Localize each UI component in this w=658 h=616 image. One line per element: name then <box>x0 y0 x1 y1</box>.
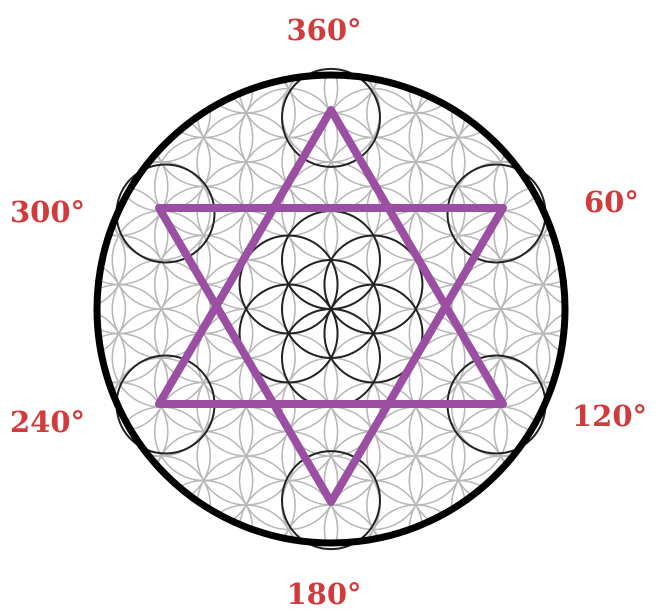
grid-circle <box>367 15 465 113</box>
label-60: 60° <box>584 185 639 219</box>
label-360: 360° <box>286 13 361 47</box>
grid-circle <box>409 481 507 579</box>
grid-circle <box>27 260 125 358</box>
label-300: 300° <box>10 195 85 229</box>
label-120: 120° <box>572 399 647 433</box>
grid-circle <box>155 481 253 579</box>
grid-circle <box>537 260 635 358</box>
grid-circle <box>197 505 295 603</box>
grid-circle <box>197 15 295 113</box>
label-240: 240° <box>10 405 85 439</box>
label-180: 180° <box>286 577 361 611</box>
grid-circle <box>155 40 253 138</box>
grid-circle <box>367 505 465 603</box>
highlighted-circles <box>117 69 546 549</box>
grid-circle <box>409 40 507 138</box>
